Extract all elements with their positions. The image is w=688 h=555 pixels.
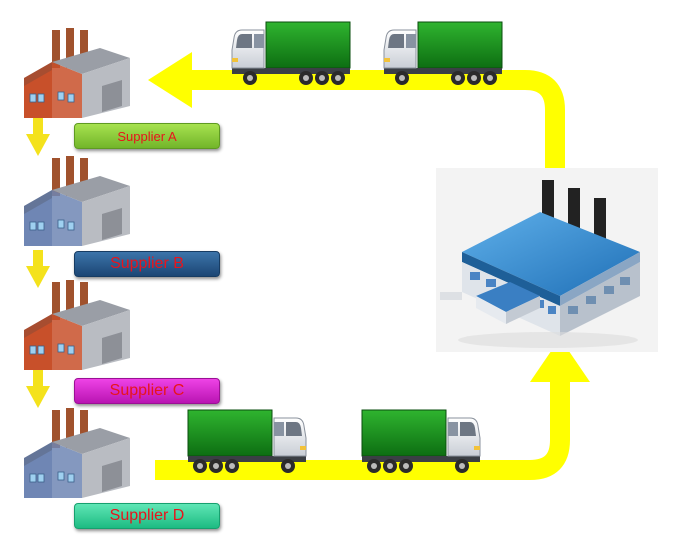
- blue-factory-icon: [23, 407, 131, 499]
- plant-shadow: [458, 332, 638, 348]
- supplier-a-label: Supplier A: [74, 123, 220, 149]
- main-factory-icon: [436, 168, 658, 352]
- return-arrow: [190, 70, 565, 170]
- down-arrow: [26, 250, 50, 288]
- supplier-c-label: Supplier C: [74, 378, 220, 404]
- red-factory-icon: [23, 27, 131, 119]
- down-arrow: [26, 370, 50, 408]
- return-arrowhead: [148, 52, 192, 108]
- red-factory-icon: [23, 279, 131, 371]
- blue-factory-icon: [23, 155, 131, 247]
- down-arrow: [26, 118, 50, 156]
- supplier-d-label: Supplier D: [74, 503, 220, 529]
- delivery-arrowhead: [530, 338, 590, 382]
- flow-arrows: [26, 52, 590, 480]
- supplier-b-label: Supplier B: [74, 251, 220, 277]
- delivery-arrow: [155, 380, 570, 480]
